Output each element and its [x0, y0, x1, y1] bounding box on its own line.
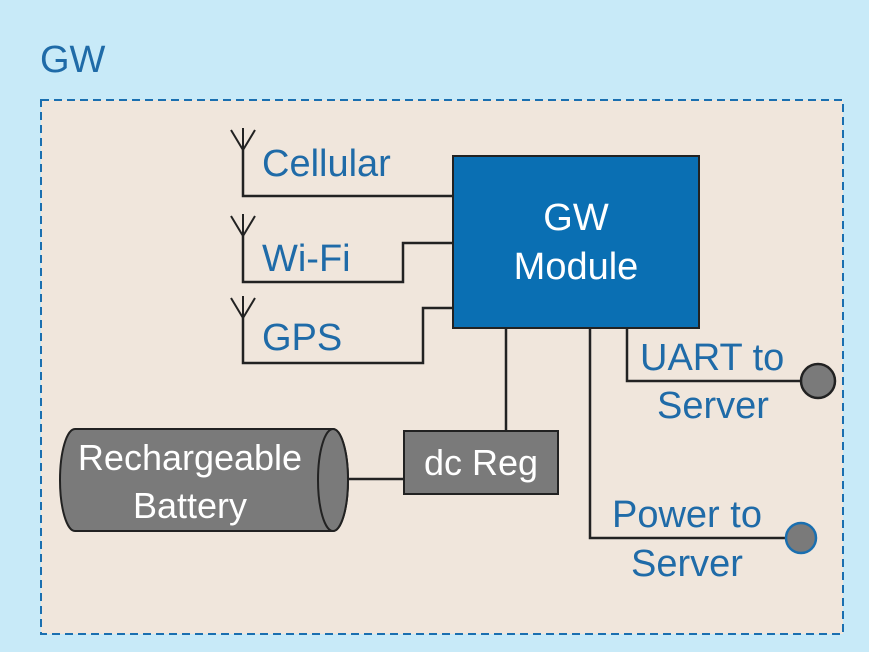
antenna-label-gps: GPS — [262, 317, 342, 359]
cellular-line — [241, 150, 453, 198]
antenna-wifi-icon — [230, 214, 256, 237]
battery-cylinder — [59, 428, 349, 532]
wifi-line — [241, 236, 453, 284]
uart-label-line1: UART to — [640, 337, 784, 379]
gw-module-box — [452, 155, 700, 329]
power-label-line2: Server — [631, 543, 743, 585]
antenna-gps-icon — [230, 296, 256, 319]
gw-module-line1: GW — [543, 197, 609, 239]
gw-module-line2: Module — [514, 246, 639, 288]
antenna-cellular-icon — [230, 128, 256, 151]
uart-connector-icon — [799, 362, 837, 400]
antenna-label-cellular: Cellular — [262, 143, 391, 185]
antenna-label-wifi: Wi-Fi — [262, 238, 351, 280]
dc-reg-box — [403, 430, 559, 495]
gw-boundary — [40, 99, 844, 635]
power-connector-icon — [784, 521, 818, 555]
gps-line — [241, 306, 453, 365]
uart-label-line2: Server — [657, 385, 769, 427]
dc-reg-label: dc Reg — [424, 442, 538, 483]
diagram-title: GW — [40, 39, 106, 81]
battery-label-line1: Rechargeable — [78, 437, 302, 478]
connection-lines — [241, 150, 801, 540]
battery-label-line2: Battery — [133, 485, 247, 526]
power-line — [588, 328, 787, 540]
power-label-line1: Power to — [612, 494, 762, 536]
uart-line — [625, 328, 801, 383]
